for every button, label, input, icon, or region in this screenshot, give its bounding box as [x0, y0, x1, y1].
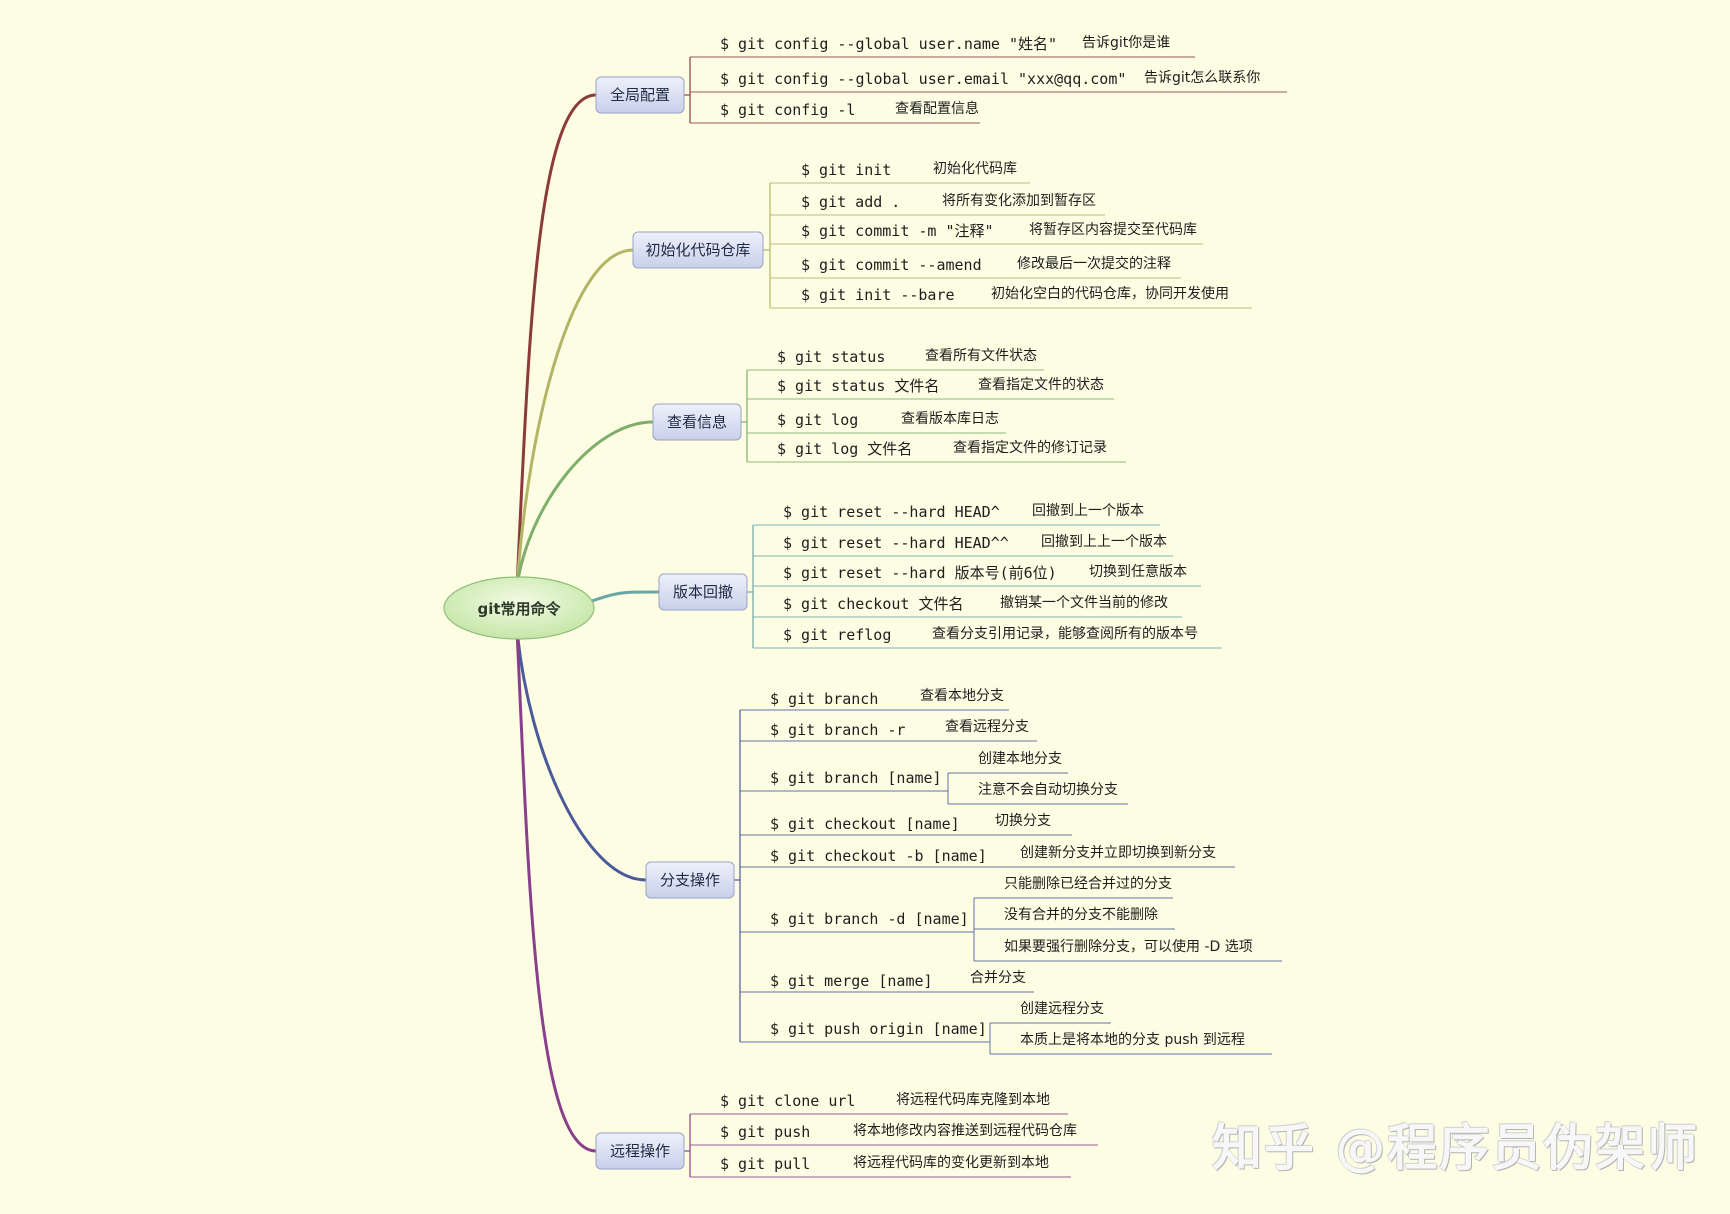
description-text: 将远程代码库的变化更新到本地	[853, 1155, 1049, 1171]
description-text: 告诉git怎么联系你	[1144, 70, 1260, 86]
command-text: $ git branch [name]	[770, 769, 942, 787]
description-text: 切换分支	[995, 812, 1051, 829]
description-text: 初始化空白的代码仓库，协同开发使用	[991, 285, 1229, 302]
command-text: $ git add .	[801, 193, 900, 211]
branch-box	[652, 403, 742, 441]
command-text: $ git branch -d [name]	[770, 910, 969, 928]
branch-box	[645, 861, 735, 899]
root-label: git常用命令	[477, 600, 561, 618]
description-text: 初始化代码库	[933, 160, 1017, 177]
branch-box	[632, 231, 764, 269]
command-text: $ git status 文件名	[777, 377, 939, 395]
command-text: $ git status	[777, 348, 885, 366]
root-ellipse	[443, 576, 595, 640]
command-text: $ git clone url	[720, 1092, 855, 1110]
command-text: $ git log	[777, 411, 858, 429]
description-text: 合并分支	[970, 970, 1026, 986]
command-text: $ git log 文件名	[777, 440, 912, 458]
command-text: $ git init	[801, 161, 891, 179]
description-text: 查看版本库日志	[901, 411, 999, 427]
branch-box	[595, 76, 685, 114]
description-text: 回撤到上一个版本	[1032, 503, 1144, 519]
branch-label: 查看信息	[667, 413, 727, 431]
command-text: $ git push	[720, 1123, 810, 1141]
description-text: 将暂存区内容提交至代码库	[1029, 221, 1197, 238]
command-text: $ git config -l	[720, 101, 855, 119]
description-text: 创建本地分支	[978, 751, 1062, 767]
description-text: 将所有变化添加到暂存区	[942, 193, 1096, 209]
branch-label: 远程操作	[610, 1142, 670, 1160]
command-text: $ git commit -m "注释"	[801, 222, 994, 240]
command-text: $ git reset --hard 版本号(前6位)	[783, 564, 1057, 582]
branch-label: 初始化代码仓库	[645, 241, 750, 259]
branch-curves	[515, 93, 661, 1153]
command-text: $ git branch -r	[770, 721, 905, 739]
branch-label: 分支操作	[660, 871, 720, 889]
branch-box	[658, 573, 748, 611]
description-text: 注意不会自动切换分支	[978, 781, 1118, 798]
description-text: 只能删除已经合并过的分支	[1004, 876, 1172, 892]
command-text: $ git checkout 文件名	[783, 595, 963, 613]
description-text: 查看分支引用记录，能够查阅所有的版本号	[932, 626, 1198, 642]
command-text: $ git pull	[720, 1155, 810, 1173]
leaf-connectors	[684, 56, 1287, 1178]
description-text: 修改最后一次提交的注释	[1017, 255, 1171, 272]
description-text: 回撤到上上一个版本	[1041, 534, 1167, 550]
branch-curve	[587, 590, 661, 604]
description-text: 告诉git你是谁	[1082, 35, 1170, 51]
description-text: 切换到任意版本	[1089, 563, 1187, 580]
description-text: 查看配置信息	[895, 100, 979, 117]
watermark: 知乎 @程序员伪架师	[1212, 1119, 1700, 1177]
root-node: git常用命令	[443, 576, 595, 640]
description-text: 查看远程分支	[945, 719, 1029, 735]
description-text: 查看指定文件的修订记录	[953, 440, 1107, 456]
branch-curve	[515, 628, 648, 882]
description-text: 查看所有文件状态	[925, 348, 1037, 364]
description-text: 将本地修改内容推送到远程代码仓库	[853, 1122, 1077, 1139]
description-text: 创建远程分支	[1020, 1001, 1104, 1017]
command-text: $ git branch	[770, 690, 878, 708]
description-text: 本质上是将本地的分支 push 到远程	[1020, 1032, 1245, 1048]
description-text: 查看本地分支	[920, 688, 1004, 704]
description-text: 创建新分支并立即切换到新分支	[1020, 844, 1216, 861]
branch-curve	[515, 248, 635, 588]
description-text: 没有合并的分支不能删除	[1004, 907, 1158, 923]
branch-curve	[515, 628, 598, 1153]
description-text: 撤销某一个文件当前的修改	[1000, 594, 1168, 611]
command-text: $ git merge [name]	[770, 972, 933, 990]
command-text: $ git checkout -b [name]	[770, 847, 987, 865]
command-text: $ git commit --amend	[801, 256, 982, 274]
leaf-texts: $ git config --global user.name "姓名" 告诉gi…	[720, 35, 1260, 1173]
command-text: $ git reflog	[783, 626, 891, 644]
command-text: $ git reset --hard HEAD^	[783, 503, 1000, 521]
command-text: $ git config --global user.email "xxx@qq…	[720, 70, 1126, 88]
command-text: $ git checkout [name]	[770, 815, 960, 833]
branch-label: 全局配置	[610, 86, 670, 104]
description-text: 查看指定文件的状态	[978, 377, 1104, 393]
description-text: 将远程代码库克隆到本地	[896, 1092, 1050, 1108]
branch-curve	[515, 420, 655, 588]
branch-curve	[515, 93, 598, 588]
command-text: $ git init --bare	[801, 286, 955, 304]
description-text: 如果要强行删除分支，可以使用 -D 选项	[1004, 938, 1253, 955]
command-text: $ git config --global user.name "姓名"	[720, 35, 1057, 53]
branch-box	[595, 1132, 685, 1170]
command-text: $ git reset --hard HEAD^^	[783, 534, 1009, 552]
branch-label: 版本回撤	[673, 583, 733, 601]
command-text: $ git push origin [name]	[770, 1020, 987, 1038]
